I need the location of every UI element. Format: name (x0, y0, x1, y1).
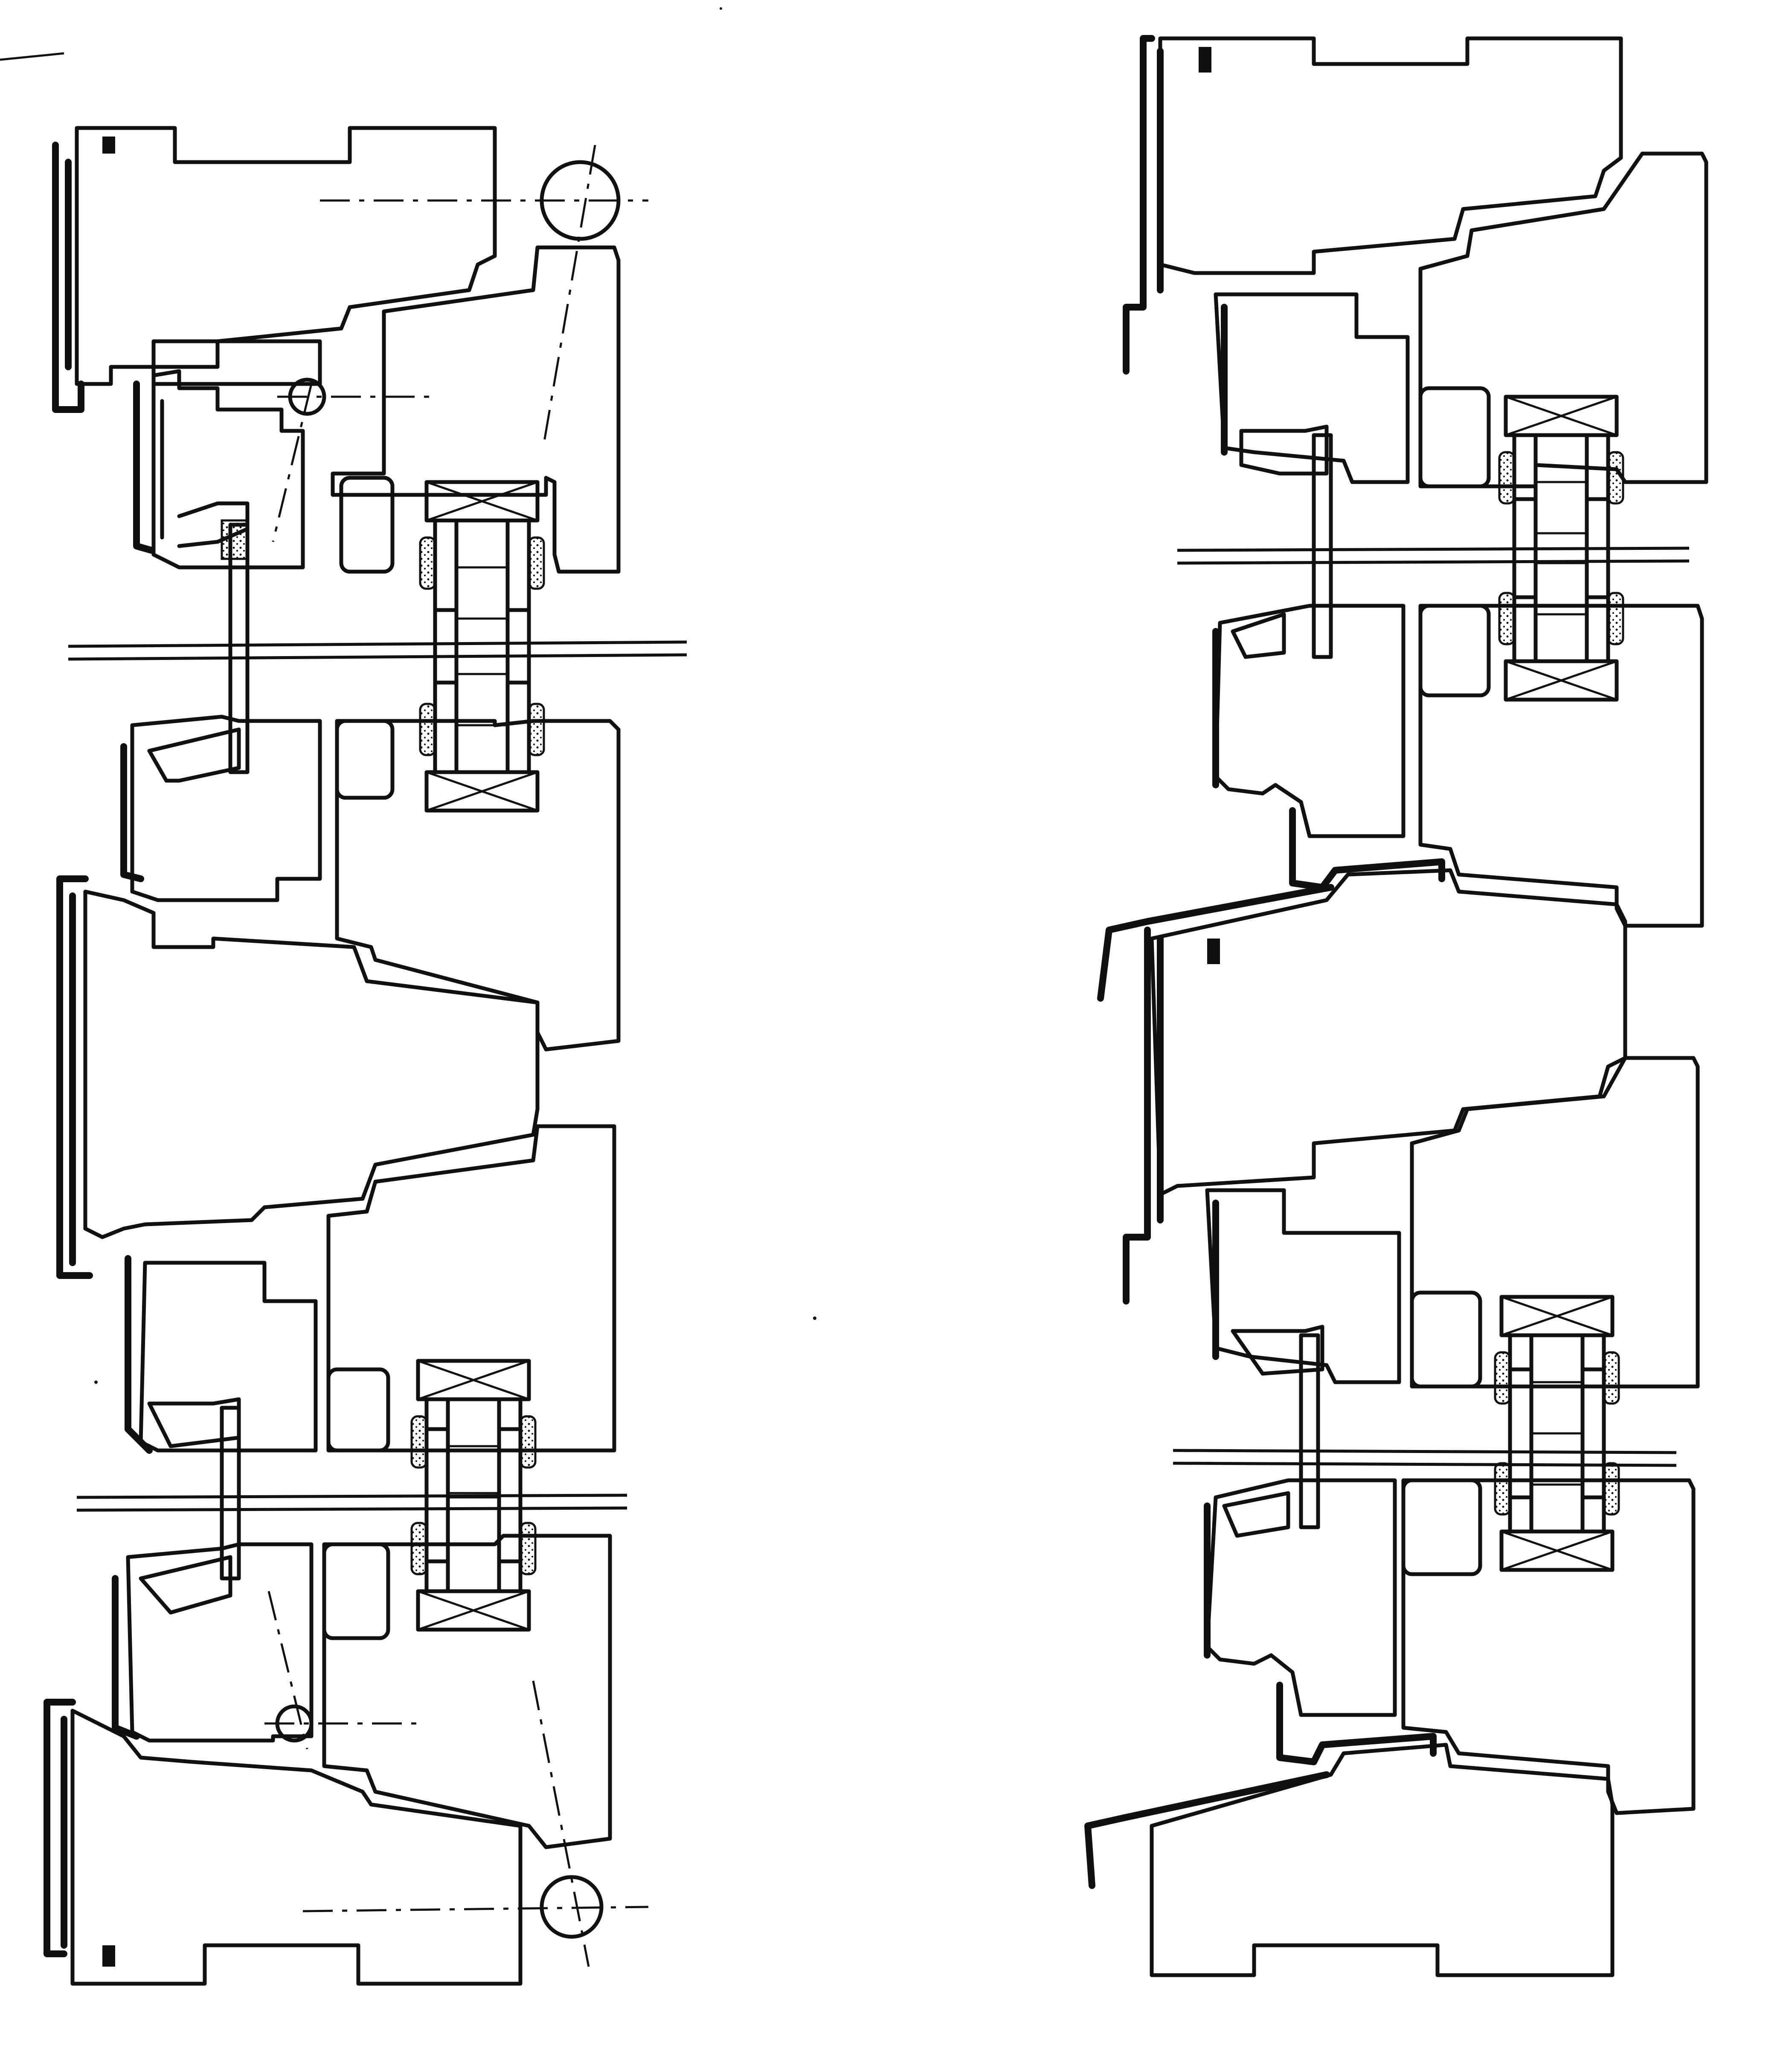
right-glass-pane-upper (1312, 433, 1333, 659)
left-lower-sash-2 (139, 1261, 318, 1453)
left-sash-cover-2 (125, 1255, 153, 1454)
left-sash-cover-1 (120, 743, 144, 882)
left-frame-mid-1 (335, 719, 621, 1052)
left-bottom-bead (139, 1555, 232, 1615)
right-frame-chamber-4 (1401, 1478, 1482, 1576)
right-upper-sash (1214, 292, 1410, 484)
right-head-frame (1123, 35, 1623, 375)
left-glazing-unit-lower (412, 1361, 535, 1561)
right-transom-frame (1097, 868, 1627, 1305)
right-glazing-unit-top (1499, 397, 1623, 597)
right-sill-frame (1084, 1743, 1615, 1977)
right-frame-mid-1 (1418, 604, 1704, 928)
right-lower-sash-1 (1214, 604, 1406, 838)
right-frame-chamber-3 (1410, 1290, 1482, 1389)
left-bottom-sash-cover (112, 1575, 140, 1740)
left-frame-chamber-2 (335, 719, 395, 800)
right-bottom-bead (1222, 1491, 1290, 1538)
right-break-line-1 (1177, 546, 1690, 565)
left-frame-chamber-4 (322, 1542, 390, 1640)
right-section-detail (1084, 35, 1708, 1977)
left-break-line-2 (76, 1494, 627, 1512)
left-glazing-unit-bottom (412, 1429, 535, 1630)
right-glazing-unit-mid (1499, 499, 1623, 700)
left-outer-frame-bottom (326, 1124, 616, 1453)
left-glazing-unit-mid (420, 610, 544, 811)
right-lower-bead-1 (1231, 612, 1286, 659)
right-glass-pane-lower (1299, 1333, 1320, 1529)
left-bottom-sash (126, 1542, 314, 1743)
right-upper-bead (1239, 424, 1329, 476)
left-head-frame (55, 128, 495, 410)
right-glazing-unit-lower (1495, 1297, 1619, 1497)
left-bottom-frame (322, 1534, 612, 1849)
left-break-line-1 (68, 640, 687, 661)
right-glazing-unit-bottom (1495, 1369, 1619, 1570)
right-frame-chamber-1 (1418, 386, 1491, 488)
left-outer-frame-top (331, 245, 621, 574)
right-lower-sash-2 (1205, 1188, 1401, 1384)
left-sill-frame (44, 1699, 523, 1986)
left-frame-chamber-3 (326, 1367, 390, 1453)
left-lower-sash-profile-1 (130, 715, 322, 902)
left-bead-1 (147, 727, 241, 783)
left-upper-sash (136, 371, 303, 567)
right-weather-drip-2 (1276, 1682, 1437, 1765)
left-hinge-marks (264, 145, 649, 1967)
right-weather-drip-1 (1289, 807, 1445, 891)
scan-marks (0, 7, 816, 1384)
left-glass-pane-lower (220, 1406, 241, 1581)
left-sash-rebate (151, 339, 322, 386)
left-section-detail (44, 128, 687, 1986)
right-outer-frame-bottom (1410, 1056, 1700, 1389)
right-break-line-2 (1173, 1449, 1677, 1467)
left-glazing-unit-top (420, 482, 544, 683)
right-frame-chamber-2 (1418, 604, 1491, 697)
right-bottom-sash (1205, 1478, 1397, 1717)
left-frame-chamber (339, 476, 395, 574)
left-transom-frame (56, 875, 540, 1279)
right-lower-bead-2 (1231, 1325, 1324, 1376)
right-bottom-frame (1401, 1478, 1696, 1815)
left-glass-seal-upper (221, 519, 249, 560)
